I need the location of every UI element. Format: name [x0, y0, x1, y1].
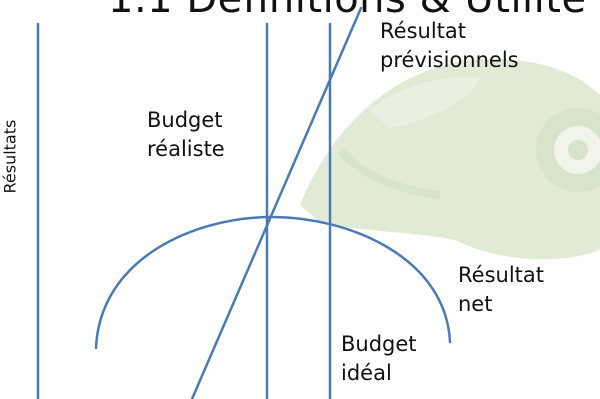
label-budget-realiste: Budget réaliste [147, 106, 225, 164]
label-resultat-previsionnels: Résultat prévisionnels [380, 17, 519, 75]
axis-label-resultats: Résultats [0, 119, 20, 194]
label-line: net [458, 292, 493, 316]
label-line: Budget [341, 332, 417, 356]
slide-title: 1.1 Définitions & Utilité [108, 0, 587, 22]
car-watermark-image [300, 59, 600, 260]
resultat-net-curve [94, 215, 452, 350]
label-line: réaliste [147, 137, 225, 161]
label-line: prévisionnels [380, 48, 519, 72]
label-line: idéal [341, 361, 392, 385]
label-budget-ideal: Budget idéal [341, 330, 417, 388]
label-resultat-net: Résultat net [458, 261, 544, 319]
label-line: Résultat [380, 19, 466, 43]
label-line: Budget [147, 108, 223, 132]
resultat-previsionnel-line [190, 6, 363, 399]
label-line: Résultat [458, 263, 544, 287]
